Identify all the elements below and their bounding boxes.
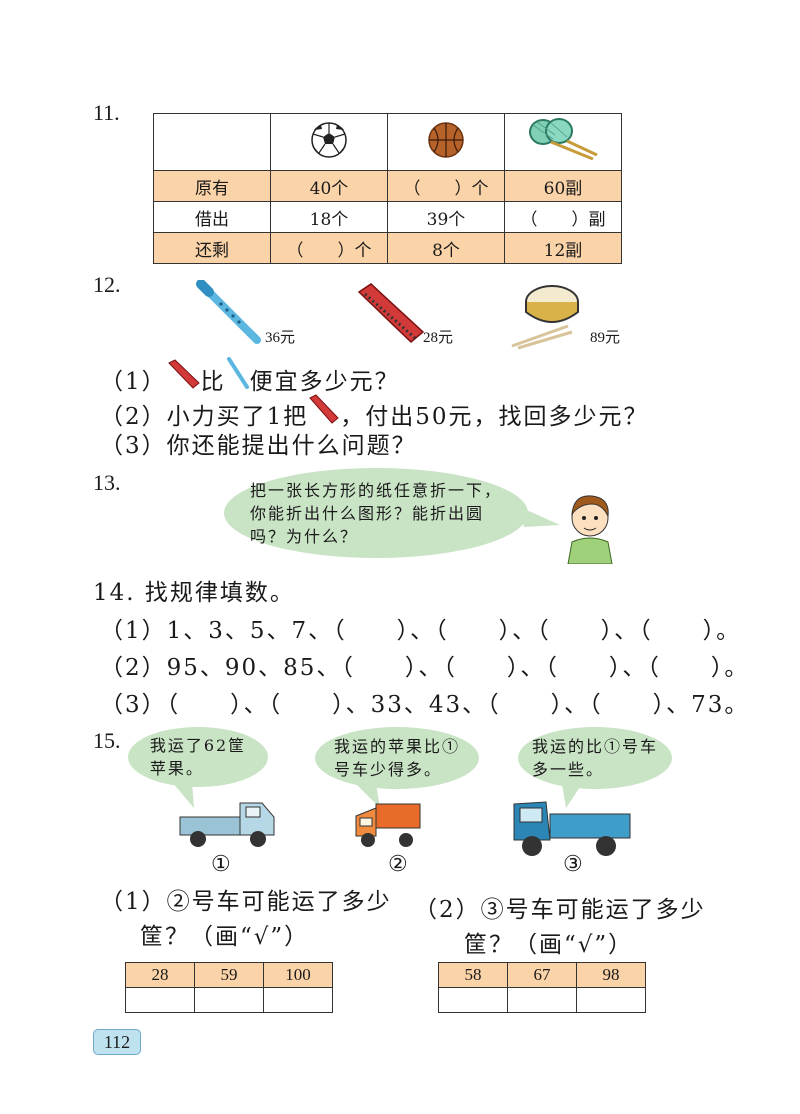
price-drum: 89元 bbox=[590, 330, 621, 346]
q11-table: 原有 40个 （ ）个 60副 借出 18个 39个 （ ）副 还剩 （ ）个 … bbox=[153, 113, 622, 264]
q14-title: 14. 找规律填数。 bbox=[93, 580, 295, 606]
q14-line2: （2）95、90、85、（ ）、（ ）、（ ）、（ ）。 bbox=[100, 655, 750, 681]
q15-sub2-line2: 筐？（画“√”） bbox=[464, 932, 634, 958]
q12-part2: （2）小力买了1把，付出50元，找回多少元？ bbox=[100, 394, 649, 431]
row-label-original: 原有 bbox=[153, 170, 271, 202]
speech-bubble-1: 我运了62筐苹果。 bbox=[128, 727, 268, 787]
q15-number: 15. bbox=[93, 728, 121, 753]
check-cell[interactable] bbox=[263, 987, 333, 1013]
boy-avatar bbox=[567, 495, 613, 564]
recorder-flute-icon bbox=[226, 357, 249, 389]
option-value: 28 bbox=[125, 962, 195, 988]
price-recorder: 36元 bbox=[265, 330, 296, 346]
price-harmonica: 28元 bbox=[423, 330, 454, 346]
truck-label-2: ② bbox=[388, 852, 408, 877]
option-value: 100 bbox=[263, 962, 333, 988]
bubble-tail bbox=[356, 784, 380, 808]
harmonica-icon bbox=[357, 283, 425, 344]
q12-part1: （1）比便宜多少元？ bbox=[100, 357, 400, 396]
q15-sub1-line2: 筐？（画“√”） bbox=[140, 924, 310, 950]
option-value: 58 bbox=[438, 962, 508, 988]
truck-1-icon bbox=[179, 802, 275, 847]
truck-label-1: ① bbox=[211, 852, 231, 877]
check-cell[interactable] bbox=[125, 987, 195, 1013]
answer-blank-cell[interactable]: （ ）个 bbox=[270, 232, 388, 264]
speech-bubble-3: 我运的比①号车多一些。 bbox=[518, 727, 672, 789]
cell: 8个 bbox=[387, 232, 505, 264]
check-cell[interactable] bbox=[576, 987, 646, 1013]
check-cell[interactable] bbox=[507, 987, 577, 1013]
q13-number: 13. bbox=[93, 470, 121, 495]
q14-line3: （3）（ ）、（ ）、33、43、（ ）、（ ）、73。 bbox=[100, 692, 750, 718]
speech-bubble: 把一张长方形的纸任意折一下， 你能折出什么图形？能折出圆 吗？为什么？ bbox=[224, 468, 528, 558]
q15-answer-table-1: 28 59 100 bbox=[125, 962, 333, 1013]
check-cell[interactable] bbox=[438, 987, 508, 1013]
q11-number: 11. bbox=[93, 100, 120, 125]
cell: 39个 bbox=[387, 201, 505, 233]
q15-answer-table-2: 58 67 98 bbox=[438, 962, 646, 1013]
row-label-lent: 借出 bbox=[153, 201, 271, 233]
answer-blank-cell[interactable]: （ ）副 bbox=[504, 201, 622, 233]
answer-blank-cell[interactable]: （ ）个 bbox=[387, 170, 505, 202]
truck-label-3: ③ bbox=[563, 852, 583, 877]
cell: 12副 bbox=[504, 232, 622, 264]
bubble-tail bbox=[520, 507, 560, 527]
option-value: 67 bbox=[507, 962, 577, 988]
drum-icon bbox=[511, 285, 579, 350]
page-number: 112 bbox=[93, 1029, 141, 1055]
truck-3-icon bbox=[513, 801, 631, 856]
harmonica-icon bbox=[167, 359, 200, 389]
option-value: 59 bbox=[194, 962, 264, 988]
q12-number: 12. bbox=[93, 272, 121, 297]
bubble-tail bbox=[172, 782, 194, 808]
option-value: 98 bbox=[576, 962, 646, 988]
check-cell[interactable] bbox=[194, 987, 264, 1013]
badminton-rackets-icon bbox=[504, 113, 622, 171]
recorder-flute-icon bbox=[196, 280, 261, 344]
bubble-tail bbox=[562, 784, 582, 808]
header-blank-cell bbox=[153, 113, 271, 171]
q14-line1: （1）1、3、5、7、（ ）、（ ）、（ ）、（ ）。 bbox=[100, 618, 742, 644]
q12-part3: （3）你还能提出什么问题？ bbox=[100, 433, 417, 459]
row-label-remaining: 还剩 bbox=[153, 232, 271, 264]
cell: 60副 bbox=[504, 170, 622, 202]
q15-sub1-line1: （1）②号车可能运了多少 bbox=[100, 889, 392, 915]
basketball-icon bbox=[387, 113, 505, 171]
soccer-ball-icon bbox=[270, 113, 388, 171]
q15-sub2-line1: （2）③号车可能运了多少 bbox=[414, 897, 706, 923]
cell: 18个 bbox=[270, 201, 388, 233]
truck-2-icon bbox=[355, 803, 421, 847]
harmonica-icon bbox=[309, 394, 340, 424]
cell: 40个 bbox=[270, 170, 388, 202]
